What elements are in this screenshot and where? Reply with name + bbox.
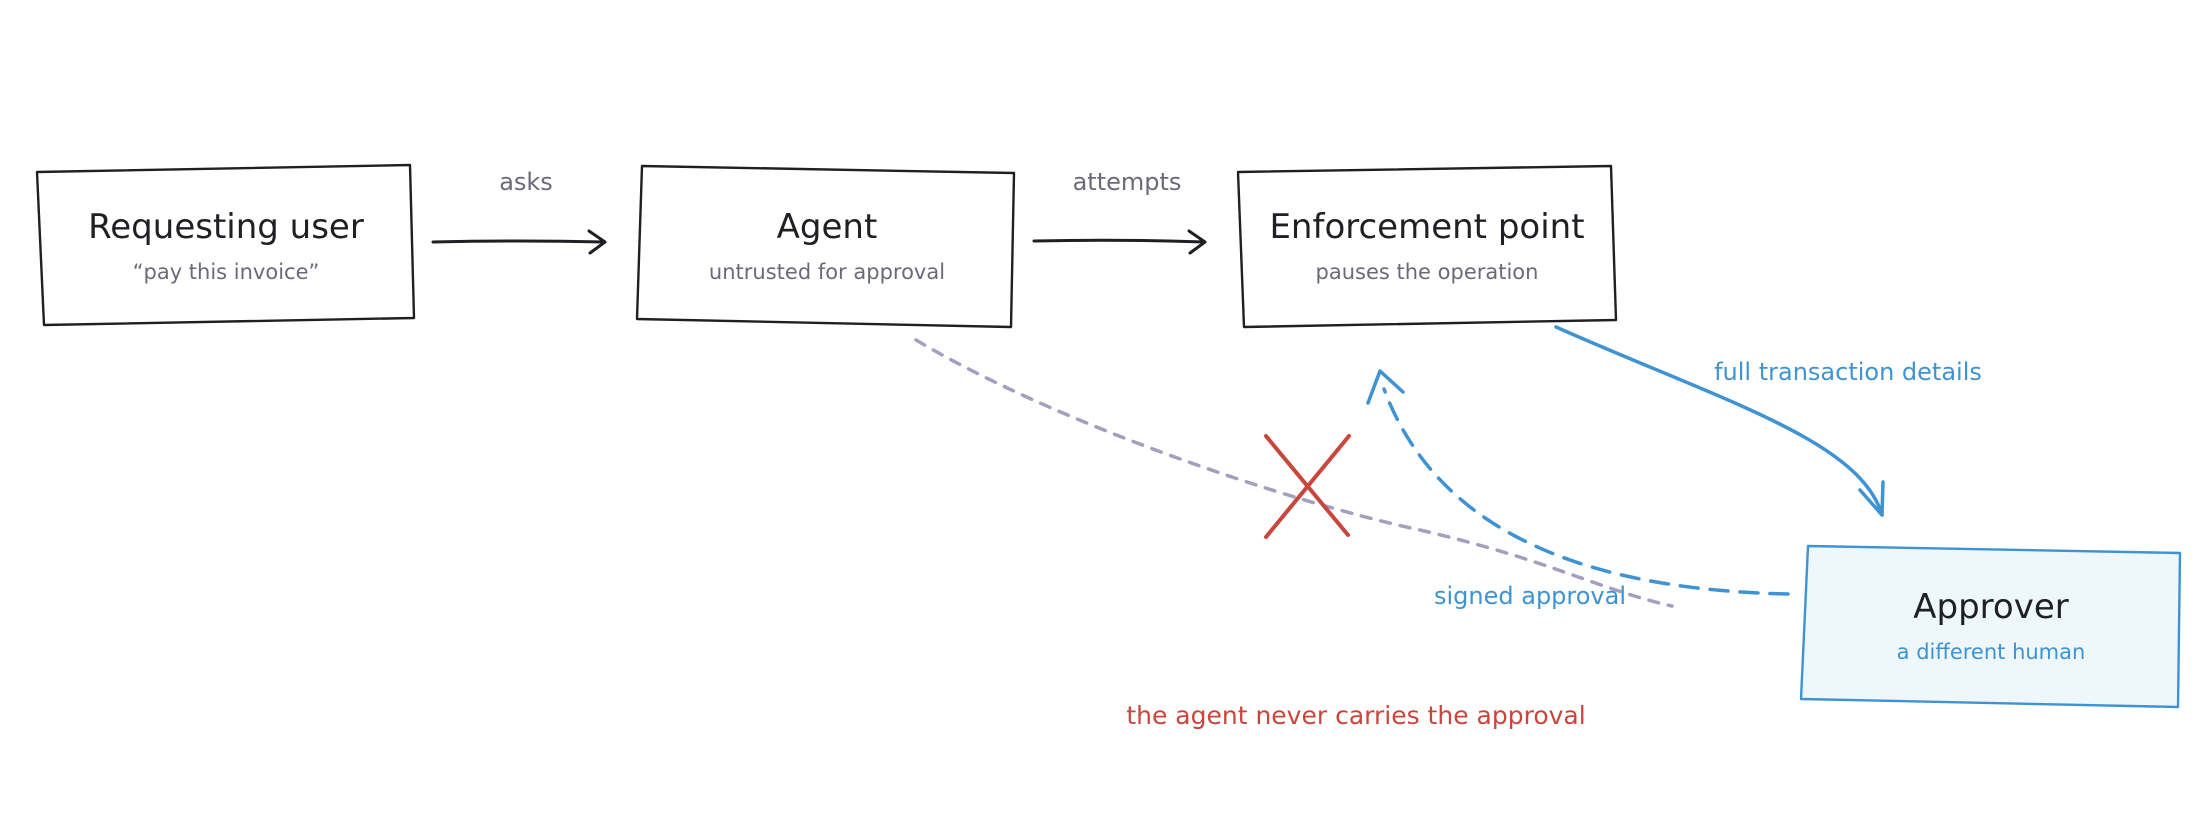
attempts-label: attempts: [1073, 168, 1182, 196]
attempts-arrowhead: [1187, 229, 1207, 255]
enforcement-point-subtitle: pauses the operation: [1316, 260, 1539, 284]
node-approver: Approver a different human: [1799, 544, 2182, 709]
agent-box: [635, 164, 1016, 329]
enforcement-point-box: [1236, 164, 1618, 329]
attempts-arrow: [1032, 238, 1206, 244]
agent-title: Agent: [777, 207, 878, 247]
signed-approval-arrowhead: [1366, 369, 1405, 405]
full-details-label: full transaction details: [1714, 358, 1982, 386]
agent-approver-dashed-line: [914, 338, 1674, 608]
edge-asks: asks: [431, 168, 607, 255]
requesting-user-box: [35, 163, 416, 327]
node-requesting-user: Requesting user “pay this invoice”: [35, 163, 416, 327]
agent-never-carries-note: the agent never carries the approval: [1126, 701, 1585, 730]
asks-label: asks: [499, 168, 553, 196]
requesting-user-title: Requesting user: [88, 207, 364, 247]
blocked-x-mark: [1264, 434, 1351, 539]
approver-title: Approver: [1913, 587, 2068, 627]
edge-attempts: attempts: [1032, 168, 1207, 255]
asks-arrow: [431, 239, 606, 244]
full-details-arrowhead: [1858, 480, 1885, 517]
agent-subtitle: untrusted for approval: [709, 260, 945, 284]
node-agent: Agent untrusted for approval: [635, 164, 1016, 329]
edge-signed-approval: signed approval: [1366, 369, 1790, 610]
enforcement-point-title: Enforcement point: [1269, 207, 1584, 247]
full-details-arrow: [1554, 325, 1884, 517]
signed-approval-label: signed approval: [1434, 582, 1626, 610]
signed-approval-arrow: [1382, 387, 1790, 596]
requesting-user-subtitle: “pay this invoice”: [133, 260, 320, 284]
approver-subtitle: a different human: [1897, 640, 2086, 664]
node-enforcement-point: Enforcement point pauses the operation: [1236, 164, 1618, 329]
asks-arrowhead: [587, 229, 607, 255]
approver-box: [1799, 544, 2182, 709]
edge-full-details: full transaction details: [1554, 325, 1982, 517]
